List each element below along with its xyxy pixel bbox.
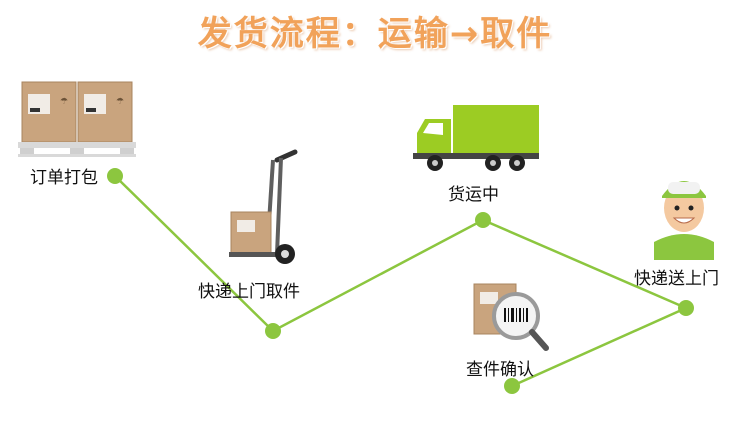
delivery-truck-icon (413, 105, 539, 171)
step-label-2: 快递上门取件 (198, 282, 300, 302)
page-title: 发货流程：运输→取件 (197, 14, 553, 54)
flow-dot-1 (107, 168, 123, 184)
step-label-1: 订单打包 (30, 168, 98, 188)
hand-truck-icon (229, 149, 298, 264)
flow-dot-4 (678, 300, 694, 316)
step-label-5: 快递送上门 (634, 269, 719, 289)
svg-text:☂: ☂ (60, 97, 68, 107)
svg-text:☂: ☂ (116, 97, 124, 107)
flow-dot-5 (504, 378, 520, 394)
boxes-on-pallet-icon: ☂ ☂ (18, 81, 136, 157)
step-label-3: 货运中 (448, 185, 499, 205)
barcode-magnifier-icon (473, 283, 549, 351)
step-label-4: 查件确认 (466, 360, 534, 380)
flow-dot-2 (265, 323, 281, 339)
courier-icon (654, 181, 714, 260)
flow-dot-3 (475, 212, 491, 228)
